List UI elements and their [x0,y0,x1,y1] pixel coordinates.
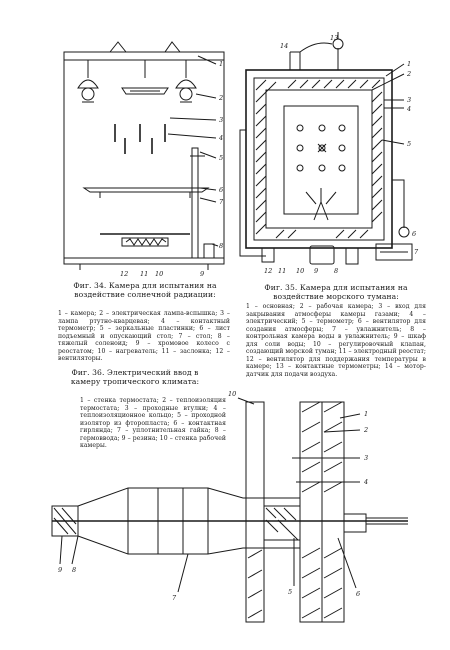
left-connector [51,505,79,537]
specimens-icon [296,124,346,172]
label-13: 13 [330,34,338,42]
outer-casing [245,69,393,249]
lamp-left-icon [77,60,99,103]
fig36-callouts: 1 2 3 4 5 6 7 8 9 10 [58,390,368,602]
fig36-title: Фиг. 36. Электрический ввод в камеру тро… [70,368,200,386]
thermometers-icon [114,124,166,154]
mercury-lamp-icon [121,87,169,95]
label-10: 10 [228,390,236,398]
fig36-legend: 1 – стенка термостата; 2 – теплоизоляция… [80,397,226,449]
label-11: 11 [278,267,286,275]
fig34-callouts: 1 2 3 4 5 6 7 8 12 11 10 9 [120,55,224,278]
bottom-units [239,129,359,265]
label-12: 12 [120,270,128,278]
label-2: 2 [406,70,411,78]
label-11: 11 [140,270,148,278]
figure-34-solar-chamber: 1 2 3 4 5 6 7 8 12 11 10 9 [40,38,235,278]
label-6: 6 [356,590,360,598]
label-10: 10 [296,267,304,275]
label-3: 3 [219,116,223,124]
label-8: 8 [219,242,223,250]
label-9: 9 [314,267,318,275]
label-8: 8 [334,267,338,275]
label-5: 5 [219,154,223,162]
label-10: 10 [155,270,163,278]
insulation-hatch [253,77,385,241]
table-icon [82,187,210,198]
pump-icon [398,226,410,238]
label-1: 1 [364,410,368,418]
label-4: 4 [218,134,223,142]
fig35-callouts: 1 2 3 4 5 6 7 8 9 10 11 12 13 14 [264,34,419,275]
fog-nozzle-icon [313,200,329,221]
label-2: 2 [363,426,368,434]
label-3: 3 [364,454,368,462]
label-14: 14 [280,42,288,50]
humidifier-icon [309,245,335,265]
fig34-title: Фиг. 34. Камера для испытания на воздейс… [73,281,217,299]
work-chamber [283,105,359,215]
label-5: 5 [407,140,411,148]
heater-icon [100,233,190,247]
label-4: 4 [363,478,368,486]
label-6: 6 [412,230,416,238]
fig35-legend: 1 – основная; 2 – рабочая камера; 3 – вх… [246,303,426,378]
label-4: 4 [406,105,411,113]
chamber-wall [63,51,225,265]
salt-tank [375,243,413,261]
figure-36-electric-lead-in: 1 2 3 4 5 6 7 8 9 10 [38,388,428,628]
top-pipes [289,32,344,70]
label-9: 9 [58,566,62,574]
lift-rack [191,147,199,259]
label-1: 1 [219,60,223,68]
fig34-legend: 1 – камера; 2 – электрическая лампа-вспы… [58,310,230,362]
chamber-walls [245,401,345,623]
figure-35-salt-fog-chamber: 1 2 3 4 5 6 7 8 9 10 11 12 13 14 [236,30,426,278]
label-2: 2 [218,94,223,102]
label-7: 7 [172,594,177,602]
insulator-rings [263,505,367,541]
label-1: 1 [407,60,411,68]
label-7: 7 [219,198,224,206]
label-8: 8 [72,566,76,574]
fig35-title: Фиг. 35. Камера для испытания на воздейс… [264,283,408,301]
lamp-right-icon [175,60,197,103]
label-5: 5 [288,588,292,596]
label-7: 7 [414,248,419,256]
side-piping [375,179,413,261]
label-12: 12 [264,267,272,275]
label-3: 3 [407,96,411,104]
label-6: 6 [219,186,223,194]
label-9: 9 [200,270,204,278]
